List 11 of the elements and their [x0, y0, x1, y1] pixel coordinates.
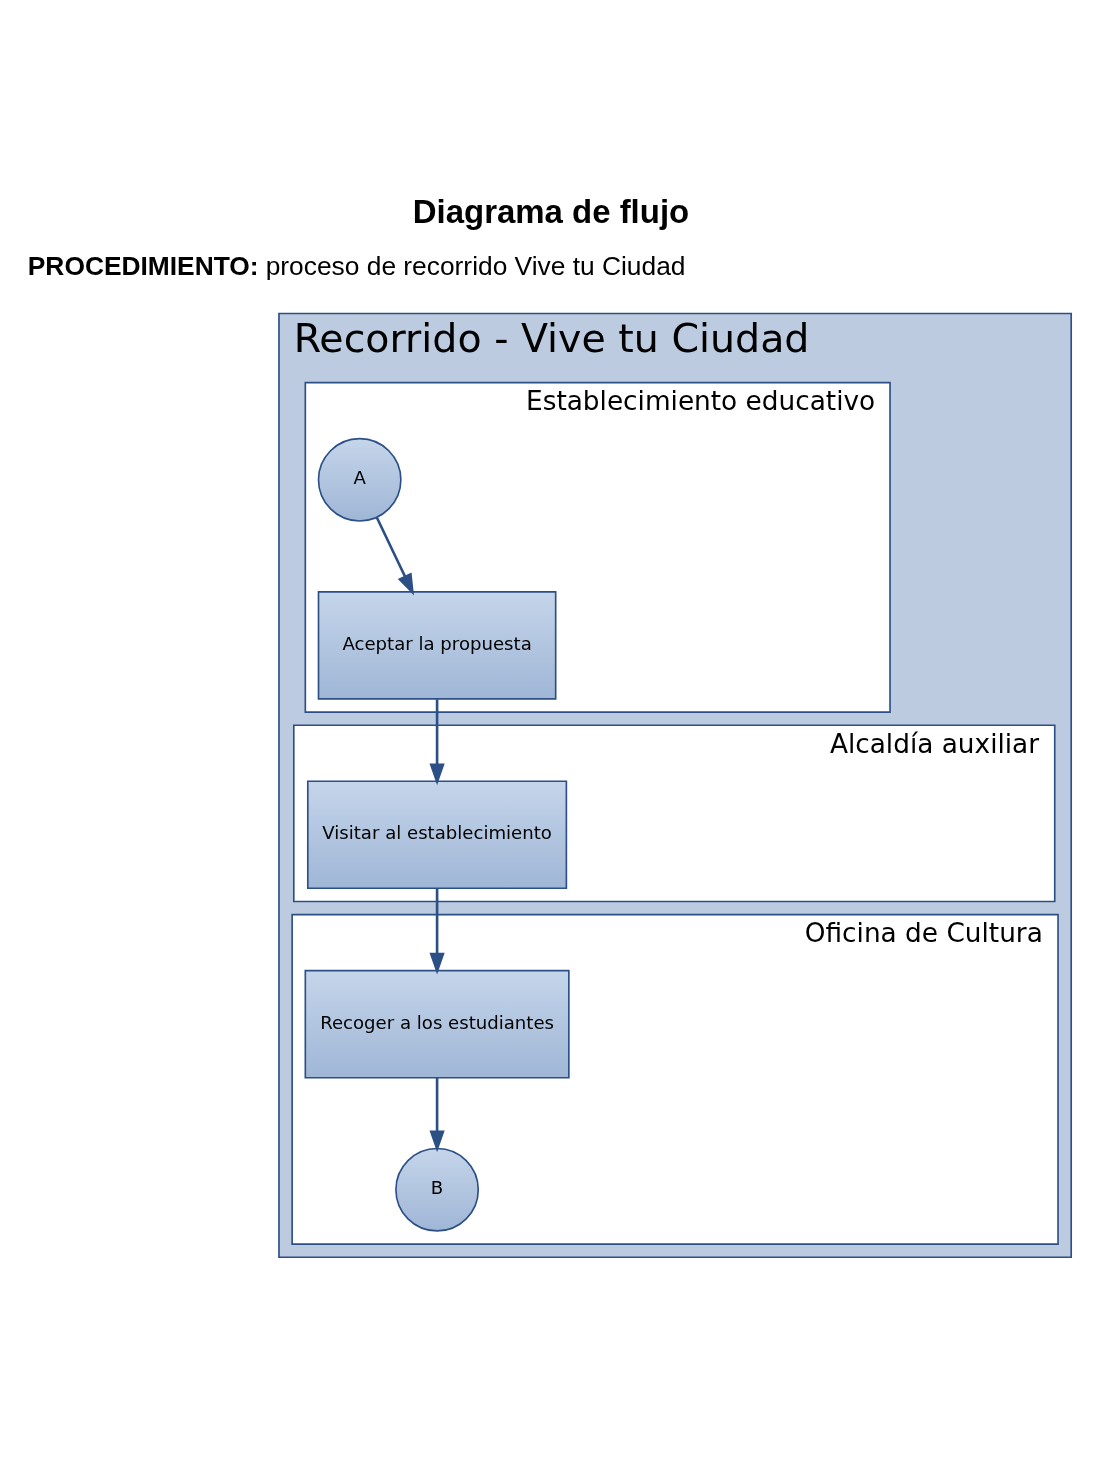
arrow: [429, 699, 445, 786]
node-box: Aceptar la propuesta: [317, 591, 557, 700]
label: PROCEDIMIENTO: proceso de recorrido Vive tu Ciudad: [27, 251, 686, 282]
arrow: [375, 516, 415, 596]
node-circle: A: [317, 437, 402, 522]
node-box: Recoger a los estudiantes: [304, 969, 570, 1079]
node-circle: B: [395, 1147, 480, 1232]
arrow: [429, 1078, 445, 1153]
node-box: Visitar al establecimiento: [306, 780, 568, 890]
diagram-title: Diagrama de flujo: [412, 192, 690, 230]
arrow: [429, 888, 445, 975]
